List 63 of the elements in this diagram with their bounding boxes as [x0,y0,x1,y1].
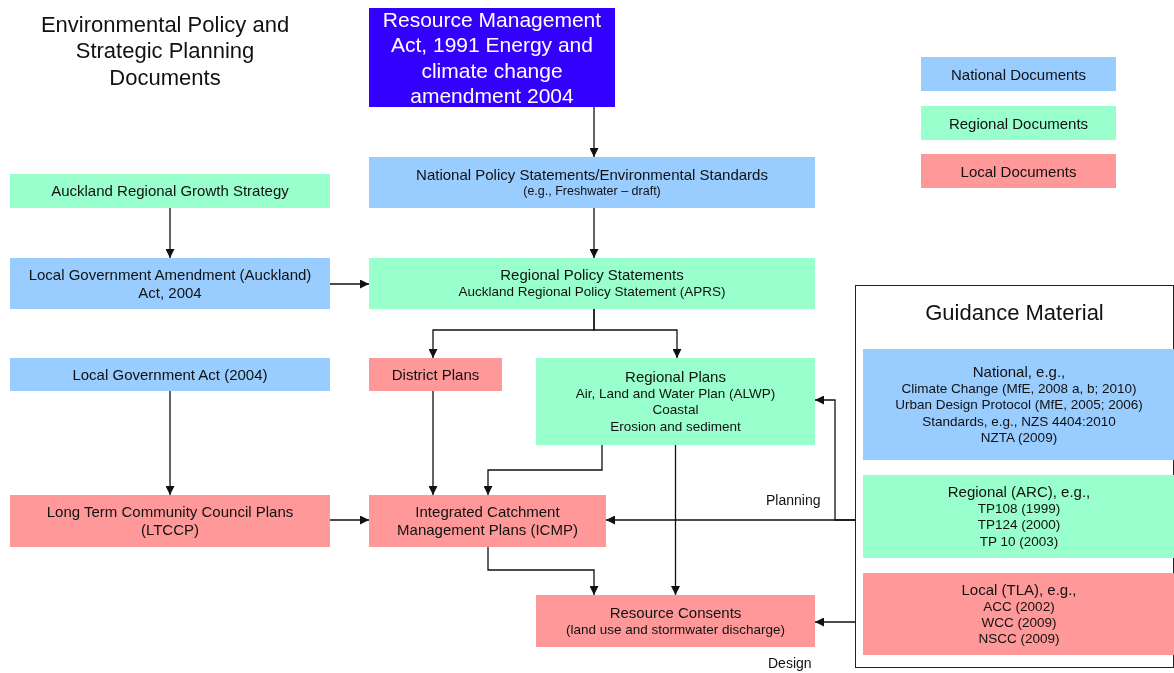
arrow [165,390,175,496]
box-heading: National, e.g., [972,363,1066,382]
box-detail: TP108 (1999) [977,501,1061,518]
box-detail: NZTA (2009) [980,429,1058,446]
arrow [329,515,370,525]
document-box [536,358,815,445]
box-heading: Local Government Act (2004) [72,365,268,384]
box-detail: TP124 (2000) [977,517,1061,534]
document-box [10,495,330,547]
box-heading: District Plans [391,365,480,384]
arrow [329,279,370,289]
document-box [369,358,502,391]
legend-text: Local Documents [960,162,1077,180]
arrow [671,444,680,596]
box-detail: (e.g., Freshwater – draft) [523,184,661,199]
box-heading: Resource Consents [609,603,742,622]
arrow [165,207,175,259]
panel-heading: Guidance Material [925,300,1104,327]
box-detail: NSCC (2009) [978,631,1060,648]
box-detail: Air, Land and Water Plan (ALWP) [575,386,776,403]
document-box [536,595,815,647]
document-box [369,258,815,309]
box-heading: Local (TLA), e.g., [961,580,1077,599]
document-box [10,358,330,391]
box-heading: Regional Policy Statements [500,266,684,285]
document-box [863,349,1174,460]
box-detail: TP 10 (2003) [979,533,1059,550]
arrow [589,106,599,158]
arrow [589,207,599,259]
box-detail: Coastal [652,402,699,419]
box-detail: Climate Change (MfE, 2008 a, b; 2010) [901,381,1137,398]
document-box [369,495,606,547]
box-detail: WCC (2009) [981,614,1057,632]
document-box [369,157,815,208]
arrow [487,546,599,596]
box-heading: Regional Plans [625,368,726,387]
box-heading: Local Government Amendment (Auckland) Act, 2004 [27,265,313,302]
box-detail: Standards, e.g., NZS 4404:2010 [922,413,1116,430]
legend-text: Regional Documents [948,114,1089,132]
box-detail: (land use and stormwater discharge) [565,621,786,639]
diagram-title: Environmental Policy and Strategic Planning Documents [39,12,291,92]
arrow [428,390,438,496]
box-heading: Regional (ARC), e.g., [947,483,1091,502]
arrow [814,617,856,627]
box-heading: Long Term Community Council Plans (LTCCP) [45,503,295,539]
box-detail: Erosion and sediment [610,418,741,435]
box-heading: Resource Management Act, 1991 Energy and climate change amendment 2004 [381,7,603,108]
box-heading: Auckland Regional Growth Strategy [51,182,289,200]
arrow [814,395,856,521]
arrow [483,444,603,496]
box-heading: National Policy Statements/Environmental Standards [416,166,768,184]
legend-text: National Documents [950,65,1087,83]
document-box [863,475,1174,558]
box-detail: Urban Design Protocol (MfE, 2005; 2006) [895,397,1143,414]
arrow [593,308,682,359]
box-detail: Auckland Regional Policy Statement (APRS) [458,284,726,301]
document-box [863,573,1174,655]
box-detail: ACC (2002) [983,598,1055,615]
document-box [10,258,330,309]
box-heading: Integrated Catchment Management Plans (ICMP) [396,503,579,539]
guidance-panel [855,285,1174,668]
edge-label: Planning [766,492,821,508]
document-box [10,174,330,208]
